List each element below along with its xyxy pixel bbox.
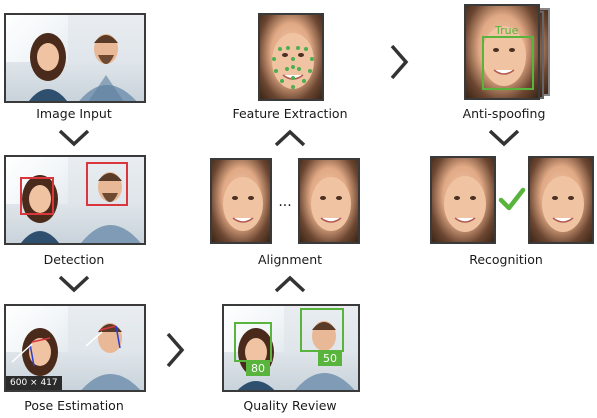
arrow-down-chevron-icon (488, 129, 520, 147)
couple-illustration (237, 321, 355, 390)
couple-illustration (11, 323, 141, 390)
pose-estimation-label: Pose Estimation (24, 398, 124, 413)
arrow-down-chevron-icon (58, 275, 90, 293)
arrow-right-chevron-icon (390, 44, 409, 80)
alignment-ellipsis: ... (278, 194, 292, 210)
image-size-badge: 600 × 417 (6, 376, 62, 390)
checkmark-icon (498, 187, 526, 211)
feature-extraction-label: Feature Extraction (232, 106, 348, 121)
face-illustration (542, 176, 584, 232)
face-illustration (482, 26, 526, 86)
face-illustration (311, 177, 351, 231)
anti-spoofing-face: True (464, 4, 540, 100)
image-input-photo (4, 13, 146, 103)
detection-photo (4, 155, 146, 245)
couple-illustration (21, 172, 141, 243)
feature-extraction-face (258, 13, 324, 101)
quality-box-left (234, 322, 272, 362)
spoof-result-text: True (495, 24, 519, 37)
detection-box-right (86, 162, 128, 206)
anti-spoofing-label: Anti-spoofing (462, 106, 546, 121)
quality-score-right: 50 (318, 352, 342, 366)
recognition-face-left (430, 156, 496, 244)
alignment-face-right (298, 158, 360, 244)
spoof-check-box (482, 36, 534, 90)
pose-estimation-photo: 600 × 417 (4, 304, 146, 392)
face-illustration (444, 176, 486, 232)
face-illustration (223, 177, 263, 231)
quality-review-photo: 80 50 (222, 304, 360, 392)
couple-illustration (29, 33, 137, 101)
alignment-label: Alignment (257, 252, 323, 267)
quality-box-right (300, 308, 344, 352)
arrow-down-chevron-icon (58, 129, 90, 147)
quality-score-left: 80 (246, 362, 270, 376)
detection-label: Detection (43, 252, 105, 267)
face-landmarks-illustration (272, 33, 314, 89)
arrow-up-chevron-icon (274, 129, 306, 147)
image-input-label: Image Input (36, 106, 112, 121)
recognition-label: Recognition (469, 252, 543, 267)
quality-review-label: Quality Review (243, 398, 337, 413)
arrow-right-chevron-icon (166, 332, 185, 368)
detection-box-left (20, 177, 54, 215)
alignment-face-left (210, 158, 272, 244)
arrow-up-chevron-icon (274, 275, 306, 293)
recognition-face-right (528, 156, 594, 244)
